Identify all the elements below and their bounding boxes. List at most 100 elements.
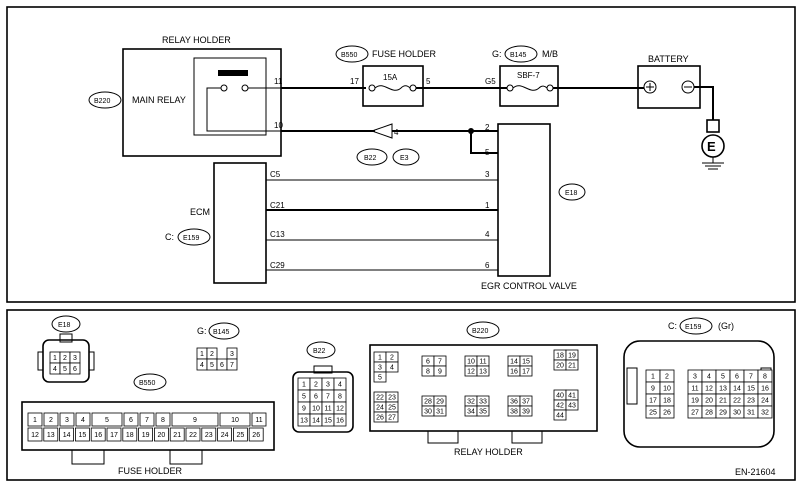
fuse-holder-box (362, 65, 424, 107)
connector-pin-label: 4 (390, 365, 394, 372)
connector-pin-cell (75, 412, 91, 427)
connector-pin-cell (69, 362, 81, 375)
relay-internal-wire (206, 87, 281, 132)
connector-pin-label: 15 (324, 418, 332, 425)
connector-pin-label: 5 (210, 362, 214, 369)
connector-pin-label: 3 (65, 417, 69, 424)
fuse-pin-5: 5 (426, 77, 431, 86)
ecm-pin-c21: C21 (270, 201, 285, 210)
relay-pin-10: 10 (274, 121, 283, 130)
connector-pin-label: 9 (438, 369, 442, 376)
connector-pin-label: 23 (205, 432, 213, 439)
connector-pin-label: 11 (691, 386, 698, 393)
e159-conn-prefix: C: (668, 321, 677, 331)
connector-pin-label: 15 (747, 386, 755, 393)
connector-pin-label: 5 (63, 366, 67, 373)
connector-pin-cell (333, 413, 347, 427)
relay-holder-box (122, 48, 282, 157)
ecm-title: ECM (190, 207, 210, 217)
connector-pin-label: 14 (733, 386, 741, 393)
connector-pin-label: 43 (568, 403, 576, 410)
connector-pin-label: 9 (193, 417, 197, 424)
connector-pin-label: 9 (302, 406, 306, 413)
connector-pin-label: 30 (424, 409, 432, 416)
connector-pin-label: 17 (110, 432, 118, 439)
e18-latch-icon (59, 333, 73, 343)
b220-code-oval (88, 91, 122, 109)
connector-pin-label: 24 (376, 405, 384, 412)
egr-pin-6: 6 (485, 261, 490, 270)
connector-pin-cell (385, 361, 399, 373)
connector-pin-label: 29 (436, 399, 444, 406)
connector-pin-label: 37 (522, 399, 530, 406)
connector-pin-label: 6 (220, 362, 224, 369)
connector-pin-cell (91, 412, 123, 427)
ecm-box (213, 162, 267, 284)
connector-pin-label: 7 (749, 374, 753, 381)
fuse-holder-code: B550 (341, 52, 357, 59)
connector-pin-label: 8 (161, 417, 165, 424)
connector-pin-label: 15 (79, 432, 87, 439)
joint-code-2: E3 (400, 155, 409, 162)
connector-pin-cell (385, 411, 399, 423)
ecm-pin-c29: C29 (270, 261, 285, 270)
connector-pin-label: 6 (735, 374, 739, 381)
e159-code-oval (177, 228, 211, 246)
connector-pin-label: 21 (719, 398, 727, 405)
connector-pin-label: 26 (376, 415, 384, 422)
connector-pin-cell (139, 412, 155, 427)
egr-pin-3: 3 (485, 170, 490, 179)
connector-pin-label: 6 (426, 359, 430, 366)
connector-pin-cell (106, 427, 122, 442)
e18-conn-oval (51, 315, 81, 333)
connector-pin-cell (519, 405, 533, 417)
b145-conn-prefix: G: (197, 326, 207, 336)
connector-pin-cell (659, 405, 675, 419)
relay-coil-icon (218, 70, 248, 76)
connector-pin-label: 4 (338, 382, 342, 389)
connector-pin-cell (519, 365, 533, 377)
connector-pin-cell (123, 412, 139, 427)
connector-pin-label: 1 (33, 417, 37, 424)
connector-pin-label: 38 (510, 409, 518, 416)
connector-pin-cell (90, 427, 106, 442)
connector-pin-cell (232, 427, 248, 442)
mb-pin-g5: G5 (485, 77, 496, 86)
connector-pin-label: 8 (763, 374, 767, 381)
connector-pin-label: 2 (49, 417, 53, 424)
e18-side-left (37, 351, 44, 371)
connector-pin-label: 41 (568, 393, 576, 400)
e159-conn-suffix: (Gr) (718, 321, 734, 331)
connector-pin-label: 7 (438, 359, 442, 366)
connector-pin-cell (43, 427, 59, 442)
b22-conn-code: B22 (313, 348, 326, 355)
e159-conn-code: E159 (685, 324, 701, 331)
b550-tab-left (71, 449, 105, 465)
connector-pin-label: 7 (230, 362, 234, 369)
connector-pin-cell (138, 427, 154, 442)
connector-pin-cell (217, 427, 233, 442)
e18-side-right (88, 351, 95, 371)
connector-pin-label: 2 (210, 351, 214, 358)
connector-pin-label: 26 (663, 410, 671, 417)
b220-conn-title: RELAY HOLDER (454, 447, 523, 457)
connector-pin-label: 2 (314, 382, 318, 389)
connector-pin-label: 42 (556, 403, 564, 410)
ecm-pin-c5: C5 (270, 170, 281, 179)
connector-pin-label: 3 (230, 351, 234, 358)
connector-pin-cell (75, 427, 90, 442)
mb-prefix: G: (492, 49, 502, 59)
connector-pin-cell (757, 405, 773, 419)
sbf-label: SBF-7 (517, 71, 540, 80)
connector-pin-label: 6 (129, 417, 133, 424)
e159-conn-oval (679, 317, 713, 335)
connector-pin-cell (248, 427, 264, 442)
connector-pin-label: 5 (105, 417, 109, 424)
main-relay-label: MAIN RELAY (132, 95, 186, 105)
connector-pin-label: 12 (31, 432, 39, 439)
connector-pin-label: 18 (663, 398, 671, 405)
